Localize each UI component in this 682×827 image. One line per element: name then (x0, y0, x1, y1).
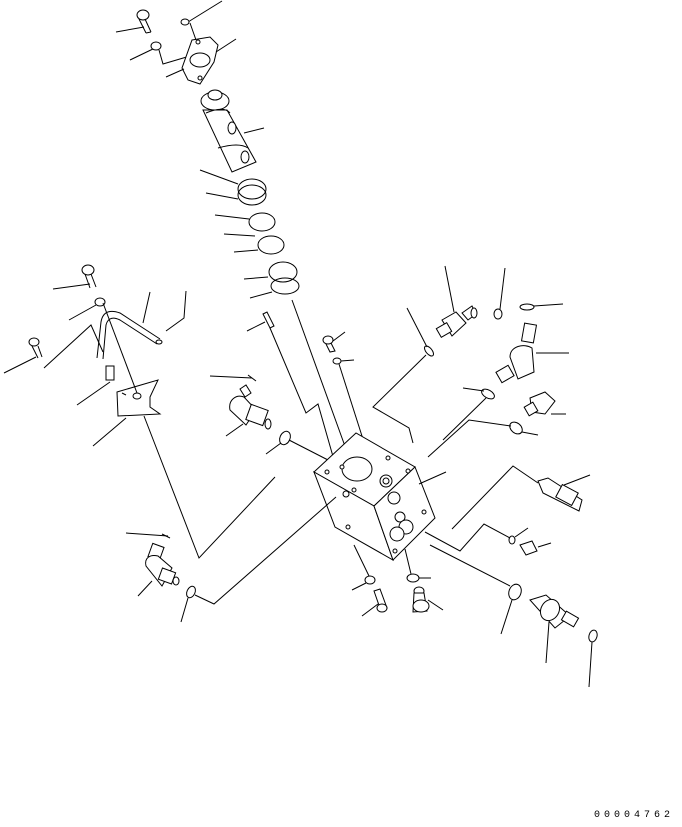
oring-flat-lower (428, 420, 538, 457)
small-bolt (323, 332, 345, 352)
flange (166, 23, 236, 84)
oring-top-right (494, 268, 505, 319)
oring-bottom-right (588, 629, 599, 687)
valve-block (314, 433, 446, 560)
bottom-bolt (362, 589, 387, 616)
bottom-plug (413, 587, 443, 612)
top-washer-left (130, 42, 190, 64)
oring-mid-left (266, 430, 328, 460)
bracket-washer (69, 298, 105, 320)
oring-flat-right (520, 304, 563, 310)
top-bolt (116, 10, 151, 33)
oring-large-right (430, 545, 523, 634)
drawing-reference-number: 00004762 (593, 810, 674, 821)
elbow-fitting-lower-left (126, 533, 179, 596)
ring-3 (244, 262, 299, 298)
elbow-fitting-mid (210, 375, 271, 436)
ring-2 (215, 213, 275, 236)
straight-adapter (530, 595, 579, 663)
oring-small-right (425, 524, 528, 551)
plug-small-right (520, 541, 551, 555)
bottom-washer (352, 545, 375, 590)
oring-flat-mid (443, 387, 496, 440)
oring-1 (234, 236, 284, 254)
bracket-bolt-left (4, 325, 103, 373)
pressure-sensor (452, 466, 590, 529)
tube-bracket (93, 303, 275, 558)
top-washer-right (181, 1, 222, 25)
pin (247, 312, 338, 474)
oring-lower-left (181, 497, 336, 622)
oring-small-left (373, 308, 435, 443)
elbow-fitting-right (496, 323, 569, 383)
spool-axis-line (292, 300, 350, 460)
spool-cylinder (201, 90, 264, 172)
elbow-fitting-top-right (436, 266, 477, 337)
straight-fitting-right (524, 392, 566, 416)
ring-1 (200, 170, 266, 205)
tube-clip (77, 366, 114, 405)
bottom-oring (405, 549, 431, 582)
bracket-bolt-top (53, 265, 96, 289)
bent-tube (97, 291, 186, 359)
